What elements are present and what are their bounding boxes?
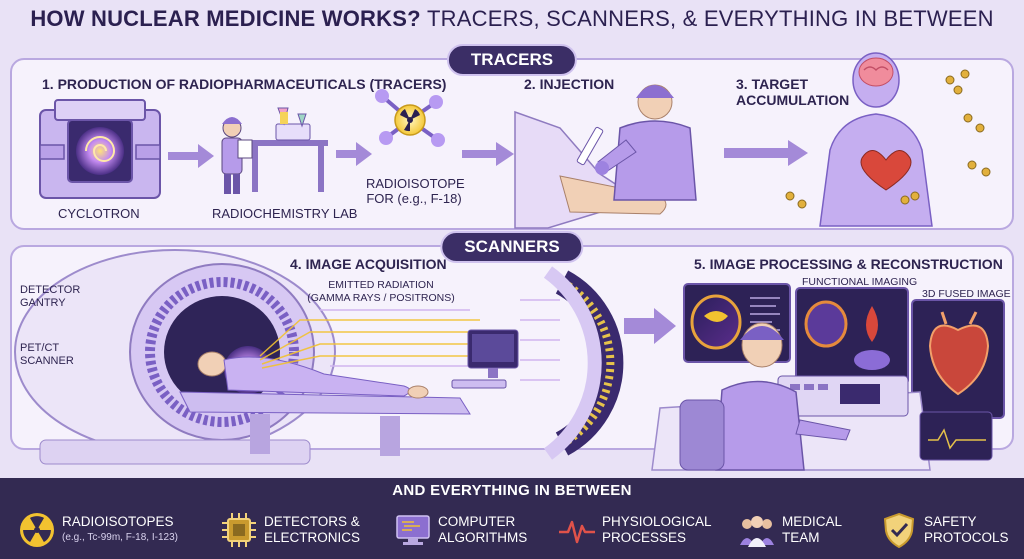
tracers-section-pill: TRACERS <box>446 44 578 76</box>
page-title: HOW NUCLEAR MEDICINE WORKS? TRACERS, SCA… <box>0 6 1024 32</box>
flow-arrow <box>168 144 214 168</box>
footer-item-radioisotopes: RADIOISOTOPES (e.g., Tc-99m, F-18, I-123… <box>18 508 178 552</box>
footer-medical-team-line2: TEAM <box>782 530 820 545</box>
radioisotope-label-line2: FOR (e.g., F-18) <box>366 191 462 206</box>
scanners-section-pill: SCANNERS <box>440 231 584 263</box>
cyclotron-label: CYCLOTRON <box>58 206 140 221</box>
emitted-radiation-label: EMITTED RADIATION (GAMMA RAYS / POSITRON… <box>296 279 466 305</box>
footer-item-text: COMPUTER ALGORITHMS <box>438 514 527 546</box>
flow-arrow <box>624 308 676 344</box>
title-part2: TRACERS, SCANNERS, & EVERYTHING IN BETWE… <box>427 6 994 31</box>
pet-ct-scanner-label: PET/CT SCANNER <box>20 342 74 368</box>
footer-algorithms-line1: COMPUTER <box>438 514 516 529</box>
step-3-label: 3. TARGET ACCUMULATION <box>736 76 849 108</box>
footer-item-text: PHYSIOLOGICAL PROCESSES <box>602 514 712 546</box>
footer-physiological-line2: PROCESSES <box>602 530 687 545</box>
detector-ring-illustration <box>543 266 624 460</box>
radiochemistry-lab-label: RADIOCHEMISTRY LAB <box>212 206 358 221</box>
radioisotope-label-line1: RADIOISOTOPE <box>366 176 465 191</box>
fused-image-label: 3D FUSED IMAGE <box>922 288 1011 300</box>
footer-item-text: RADIOISOTOPES (e.g., Tc-99m, F-18, I-123… <box>62 514 178 546</box>
emitted-radiation-label-line1: EMITTED RADIATION <box>328 279 434 291</box>
detector-gantry-label-line2: GANTRY <box>20 297 66 309</box>
footer-detectors-line2: ELECTRONICS <box>264 530 361 545</box>
footer-detectors-line1: DETECTORS & <box>264 514 360 529</box>
radioisotope-label: RADIOISOTOPE FOR (e.g., F-18) <box>366 176 465 206</box>
computer-icon <box>396 515 430 545</box>
step-3-label-line1: 3. TARGET <box>736 76 809 92</box>
technician-desk-illustration <box>651 322 993 471</box>
footer-item-text: MEDICAL TEAM <box>782 514 842 546</box>
emitted-radiation-label-line2: (GAMMA RAYS / POSITRONS) <box>307 292 455 304</box>
cyclotron-illustration <box>39 99 161 199</box>
step-4-label: 4. IMAGE ACQUISITION <box>290 256 447 272</box>
pet-ct-scanner-label-line2: SCANNER <box>20 355 74 367</box>
footer-item-detectors: DETECTORS & ELECTRONICS <box>220 508 360 552</box>
functional-imaging-label: FUNCTIONAL IMAGING <box>802 276 918 288</box>
radioisotope-atom-illustration <box>375 89 445 147</box>
footer-physiological-line1: PHYSIOLOGICAL <box>602 514 712 529</box>
injection-illustration <box>514 84 697 229</box>
reconstruction-monitors-illustration <box>683 283 1005 419</box>
step-1-label: 1. PRODUCTION OF RADIOPHARMACEUTICALS (T… <box>42 76 447 92</box>
title-part1: HOW NUCLEAR MEDICINE WORKS? <box>30 6 421 31</box>
footer-item-text: SAFETY PROTOCOLS <box>924 514 1009 546</box>
step-2-label: 2. INJECTION <box>524 76 615 92</box>
radiation-icon <box>20 513 54 547</box>
acquisition-computer-illustration <box>451 329 519 389</box>
shield-icon <box>883 512 915 549</box>
diagram-artwork <box>14 52 1005 471</box>
footer-item-safety: SAFETY PROTOCOLS <box>880 508 1009 552</box>
radiochemistry-lab-illustration <box>221 107 328 194</box>
team-icon <box>740 516 774 547</box>
flow-arrow <box>336 142 372 166</box>
emitted-radiation-lines <box>259 319 480 369</box>
footer-medical-team-line1: MEDICAL <box>782 514 843 529</box>
footer-bar <box>0 478 1024 559</box>
flow-arrow <box>724 140 808 166</box>
footer-radioisotopes-sub: (e.g., Tc-99m, F-18, I-123) <box>62 532 178 543</box>
flow-arrow <box>462 142 514 166</box>
footer-item-medical-team: MEDICAL TEAM <box>738 508 842 552</box>
detector-gantry-label: DETECTOR GANTRY <box>20 284 80 310</box>
step-5-label: 5. IMAGE PROCESSING & RECONSTRUCTION <box>694 256 1003 272</box>
footer-safety-line2: PROTOCOLS <box>924 530 1009 545</box>
footer-item-algorithms: COMPUTER ALGORITHMS <box>394 508 527 552</box>
footer-item-physiological: PHYSIOLOGICAL PROCESSES <box>558 508 712 552</box>
detector-gantry-label-line1: DETECTOR <box>20 284 81 296</box>
footer-title: AND EVERYTHING IN BETWEEN <box>392 482 632 499</box>
signal-lines <box>320 299 560 381</box>
pet-ct-scanner-label-line1: PET/CT <box>20 342 60 354</box>
footer-item-text: DETECTORS & ELECTRONICS <box>264 514 360 546</box>
footer-radioisotopes-label: RADIOISOTOPES <box>62 514 174 529</box>
step-3-label-line2: ACCUMULATION <box>736 92 850 108</box>
footer-safety-line1: SAFETY <box>924 514 977 529</box>
footer-algorithms-line2: ALGORITHMS <box>438 530 528 545</box>
body-target-illustration <box>785 52 991 227</box>
chip-icon <box>222 513 256 547</box>
heartbeat-icon <box>559 520 595 544</box>
